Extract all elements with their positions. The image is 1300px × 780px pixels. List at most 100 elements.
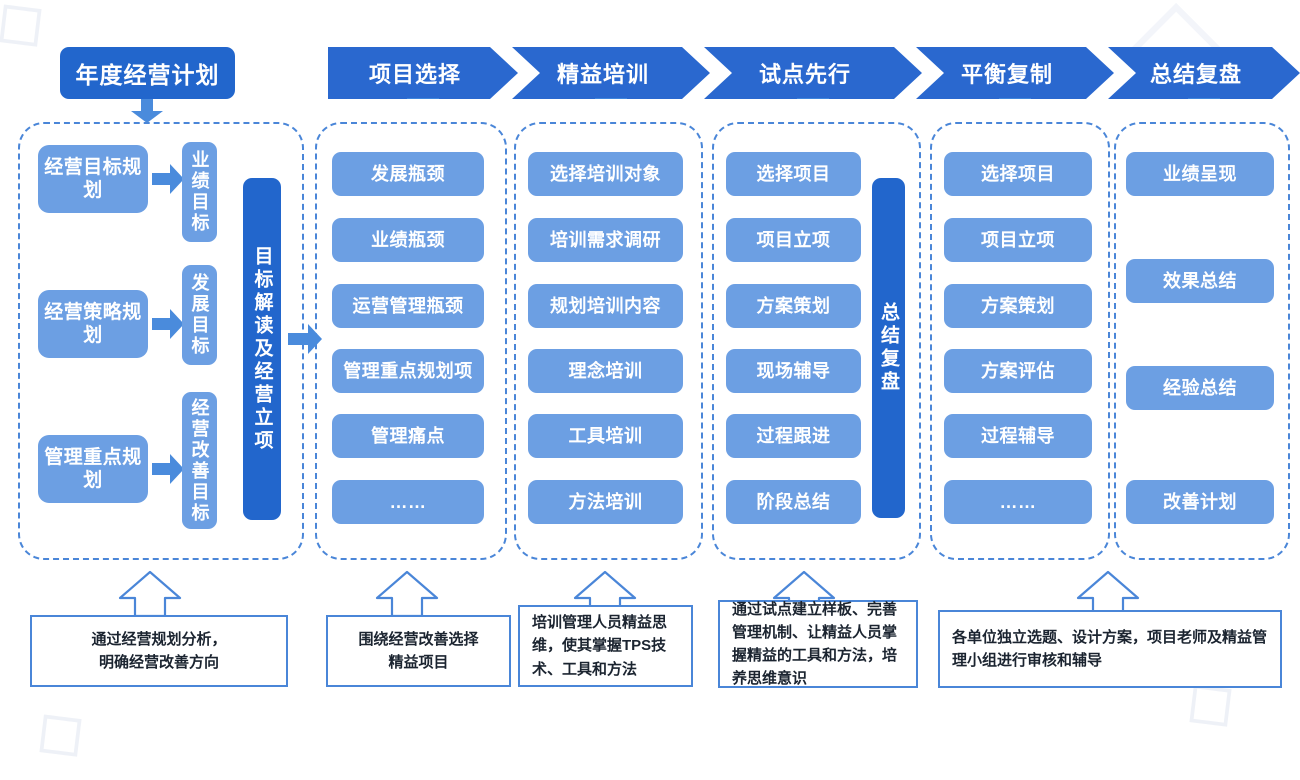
caption-line-2: 明确经营改善方向 [98,654,219,671]
col4-item-label-1: 选择项目 [756,163,831,184]
col1-goal-box-1[interactable]: 业绩目标 [182,142,217,242]
col4-item-label-5: 过程跟进 [756,425,831,446]
phase-notch [797,98,829,99]
up-arrow-icon [118,570,182,618]
caption-line-1: 通过经营规划分析， [91,630,227,648]
col4-item-4[interactable]: 现场辅导 [726,349,861,393]
col3-item-label-1: 选择培训对象 [550,163,661,184]
col2-item-2[interactable]: 业绩瓶颈 [332,218,484,262]
col4-vertical-bar-label: 总结复盘 [878,302,899,394]
col5-item-label-1: 选择项目 [981,163,1055,184]
col2-item-label-3: 运营管理瓶颈 [352,295,464,316]
panel-column-4 [712,122,921,560]
col5-item-1[interactable]: 选择项目 [944,152,1092,196]
col5-item-3[interactable]: 方案策划 [944,284,1092,328]
col1-left-label-3: 管理重点规划 [44,446,142,491]
col4-vertical-bar[interactable]: 总结复盘 [872,178,905,518]
phase-label-3: 试点先行 [758,62,851,87]
phase-notch [1188,98,1220,99]
col4-item-3[interactable]: 方案策划 [726,284,861,328]
col5-item-label-6: …… [999,491,1037,512]
col1-left-label-2: 经营策略规划 [44,301,142,346]
watermark: ◇ [0,0,63,69]
col5-item-6[interactable]: …… [944,480,1092,524]
caption-box-1: 通过经营规划分析， 明确经营改善方向 [30,615,288,687]
col6-item-4[interactable]: 改善计划 [1126,480,1274,524]
col6-item-1[interactable]: 业绩呈现 [1126,152,1274,196]
col3-item-label-6: 方法培训 [568,491,643,512]
col2-item-label-2: 业绩瓶颈 [371,229,445,250]
col2-item-label-1: 发展瓶颈 [371,163,445,184]
col2-item-1[interactable]: 发展瓶颈 [332,152,484,196]
col5-item-5[interactable]: 过程辅导 [944,414,1092,458]
col4-item-label-6: 阶段总结 [756,491,831,512]
col3-item-6[interactable]: 方法培训 [528,480,683,524]
caption-text-5: 各单位独立选题、设计方案，项目老师及精益管理小组进行审核和辅导 [952,628,1268,669]
col6-item-2[interactable]: 效果总结 [1126,259,1274,303]
col3-item-5[interactable]: 工具培训 [528,414,683,458]
phase-chevron-1[interactable]: 项目选择 [328,47,518,99]
col1-left-label-1: 经营目标规划 [44,156,142,201]
main-title-box: 年度经营计划 [60,47,235,99]
phase-notch [595,98,627,99]
phase-label-2: 精益培训 [556,62,649,87]
panel-column-6 [1114,122,1290,560]
right-arrow-icon [152,309,184,339]
col3-item-label-4: 理念培训 [568,360,643,381]
caption-box-4: 通过试点建立样板、完善管理机制、让精益人员掌握精益的工具和方法，培养思维意识 [718,600,918,688]
col3-item-4[interactable]: 理念培训 [528,349,683,393]
col5-item-4[interactable]: 方案评估 [944,349,1092,393]
col2-item-4[interactable]: 管理重点规划项 [332,349,484,393]
col1-goal-box-2[interactable]: 发展目标 [182,265,217,365]
col3-item-label-5: 工具培训 [568,425,643,446]
col2-item-5[interactable]: 管理痛点 [332,414,484,458]
phase-label-4: 平衡复制 [960,62,1053,87]
col1-left-box-3[interactable]: 管理重点规划 [38,435,148,503]
col6-item-label-4: 改善计划 [1163,491,1237,512]
col3-item-2[interactable]: 培训需求调研 [528,218,683,262]
col2-item-label-6: …… [389,491,427,512]
phase-notch [999,98,1031,99]
col1-left-box-2[interactable]: 经营策略规划 [38,290,148,358]
col4-item-label-2: 项目立项 [756,229,831,250]
right-arrow-icon [152,164,184,194]
phase-chevron-3[interactable]: 试点先行 [704,47,922,99]
col5-item-label-4: 方案评估 [981,360,1055,381]
col3-item-label-3: 规划培训内容 [550,295,661,316]
col1-goal-label-3: 经营改善目标 [189,397,210,524]
phase-chevron-4[interactable]: 平衡复制 [916,47,1114,99]
phase-chevron-5[interactable]: 总结复盘 [1108,47,1300,99]
col1-vertical-bar[interactable]: 目标解读及经营立项 [243,178,281,520]
col5-item-label-5: 过程辅导 [981,425,1055,446]
phase-label-5: 总结复盘 [1149,62,1242,87]
col4-item-6[interactable]: 阶段总结 [726,480,861,524]
right-arrow-icon [152,454,184,484]
main-title-label: 年度经营计划 [75,62,220,88]
col2-item-label-4: 管理重点规划项 [343,360,473,381]
col5-item-2[interactable]: 项目立项 [944,218,1092,262]
col4-item-2[interactable]: 项目立项 [726,218,861,262]
col3-item-3[interactable]: 规划培训内容 [528,284,683,328]
col6-item-3[interactable]: 经验总结 [1126,366,1274,410]
caption-line-2: 精益项目 [388,654,449,671]
phase-chevron-2[interactable]: 精益培训 [512,47,710,99]
col5-item-label-2: 项目立项 [981,229,1055,250]
caption-box-3: 培训管理人员精益思维，使其掌握TPS技术、工具和方法 [518,605,693,687]
col4-item-1[interactable]: 选择项目 [726,152,861,196]
caption-line-1: 围绕经营改善选择 [358,630,479,648]
col2-item-3[interactable]: 运营管理瓶颈 [332,284,484,328]
col6-item-label-3: 经验总结 [1163,377,1237,398]
col6-item-label-2: 效果总结 [1163,270,1237,291]
col4-item-5[interactable]: 过程跟进 [726,414,861,458]
col3-item-1[interactable]: 选择培训对象 [528,152,683,196]
col3-item-label-2: 培训需求调研 [550,229,661,250]
col1-goal-label-1: 业绩目标 [189,150,210,234]
col5-item-label-3: 方案策划 [981,295,1055,316]
col1-left-box-1[interactable]: 经营目标规划 [38,145,148,213]
caption-box-2: 围绕经营改善选择 精益项目 [326,615,511,687]
col1-goal-box-3[interactable]: 经营改善目标 [182,392,217,529]
right-arrow-icon [288,324,322,354]
col1-goal-label-2: 发展目标 [189,273,210,357]
col2-item-6[interactable]: …… [332,480,484,524]
